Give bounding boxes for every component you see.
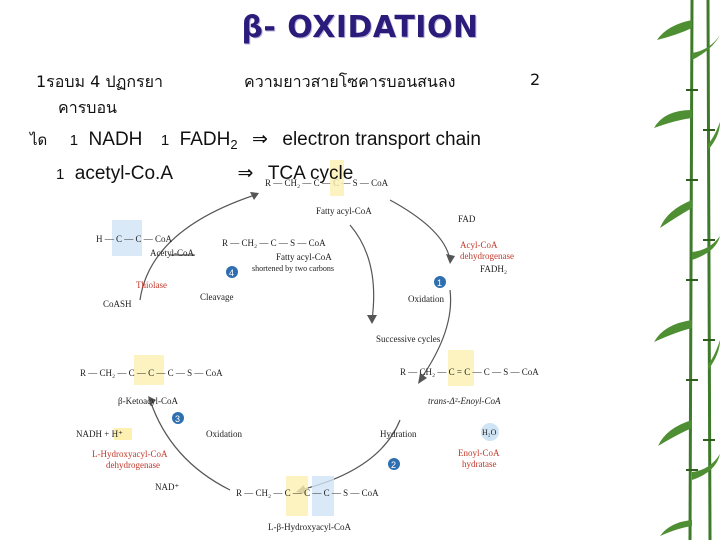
acyl-coa-dehydrogenase-label: Acyl-CoA [460, 240, 498, 250]
hydroxyacyl-deh-label: L-Hydroxyacyl-CoA [92, 449, 168, 459]
oxidation-1-label: Oxidation [408, 294, 444, 304]
step-3-badge [172, 412, 184, 424]
svg-text:R — CH₂ — C — S — CoA: R — CH₂ — C — S — CoA [222, 238, 326, 248]
svg-text:H — C — C — CoA: H — C — C — CoA [96, 234, 173, 244]
enoyl-hydratase-label: Enoyl-CoA [458, 448, 500, 458]
fad-label: FAD [458, 214, 476, 224]
cycle-description-b: ความยาวสายโซคารบอนสนลง [244, 72, 456, 91]
fadh-count: 1 [160, 132, 170, 149]
acetyl-coa-label: Acetyl-CoA [150, 248, 194, 258]
hydroxyacyl-deh-label-2: dehydrogenase [106, 460, 160, 470]
fatty-acyl-coa-label: Fatty acyl-CoA [316, 206, 372, 216]
cycle-description-a: 1รอบม 4 ปฏกรยา [36, 72, 163, 91]
acetyl-coa-text: acetyl-Co.A [74, 163, 173, 184]
enoyl-hydratase-label-2: hydratase [462, 459, 496, 469]
coash-label: CoASH [103, 299, 132, 309]
oxidation-2-label: Oxidation [206, 429, 242, 439]
hydration-label: Hydration [380, 429, 417, 439]
enoyl-coa-label: trans-Δ²-Enoyl-CoA [428, 396, 501, 406]
acyl-coa-dehydrogenase-label-2: dehydrogenase [460, 251, 514, 261]
hydroxyacyl-coa-label: L-β-Hydroxyacyl-CoA [268, 522, 352, 532]
step-1-number: 1 [437, 278, 442, 288]
cleavage-label: Cleavage [200, 292, 233, 302]
nad-label: NAD⁺ [155, 482, 179, 492]
bamboo-decoration [652, 0, 720, 540]
cycle-description-c: 2 [530, 70, 541, 89]
products-prefix: ได [30, 131, 48, 149]
successive-cycles-label: Successive cycles [376, 334, 441, 344]
step-2-number: 2 [391, 460, 396, 470]
svg-text:R — CH₂ — C — C — C — S — CoA: R — CH₂ — C — C — C — S — CoA [80, 368, 223, 378]
arrow-to-etc: ⇒ [252, 128, 268, 150]
acetyl-line: 1 acetyl-Co.A ⇒ TCA cycle [56, 162, 353, 185]
fadh-label: FADH [179, 129, 231, 150]
ketoacyl-coa-label: β-Ketoacyl-CoA [118, 396, 179, 406]
fadh-subscript: 2 [230, 137, 238, 152]
arrow-to-tca: ⇒ [237, 162, 254, 184]
acetyl-count: 1 [56, 166, 65, 183]
etc-label: electron transport chain [282, 129, 481, 150]
svg-text:R — CH₂ — C — C — C — S — CoA: R — CH₂ — C — C — C — S — CoA [236, 488, 379, 498]
cycle-description-a2: คารบอน [58, 98, 117, 117]
step-4-number: 4 [229, 268, 234, 278]
fadh2-label: FADH₂ [480, 264, 507, 274]
nadh-count: 1 [69, 132, 79, 149]
fatty-acyl-short-label: Fatty acyl-CoA [276, 252, 332, 262]
step-1-badge [434, 276, 446, 288]
step-2-badge [388, 458, 400, 470]
slide-title: β- OXIDATION [241, 10, 479, 45]
tca-cycle-label: TCA cycle [267, 163, 354, 184]
thiolase-label: Thiolase [136, 280, 167, 290]
step-4-badge [226, 266, 238, 278]
shortened-label: shortened by two carbons [252, 264, 334, 273]
products-line: ได 1 NADH 1 FADH2 ⇒ electron transport c… [30, 128, 481, 152]
nadh-h-label: NADH + H⁺ [76, 429, 123, 439]
step-3-number: 3 [175, 414, 180, 424]
svg-text:R — CH₂ — C = C — C — S — CoA: R — CH₂ — C = C — C — S — CoA [400, 367, 539, 377]
h2o-label: H₂O [482, 428, 497, 437]
svg-text:R — CH₂ — C — C — S — CoA: R — CH₂ — C — C — S — CoA [265, 178, 389, 188]
nadh-label: NADH [88, 129, 143, 150]
